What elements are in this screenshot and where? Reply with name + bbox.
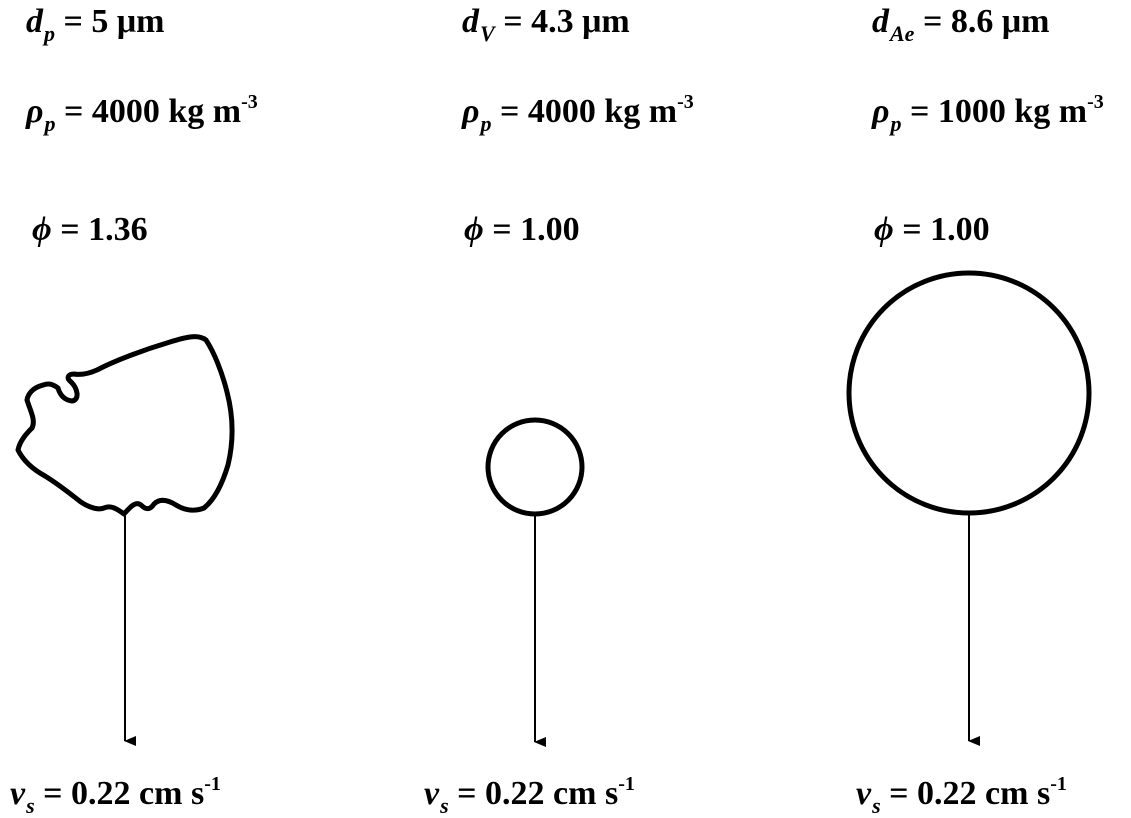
density-subscript: p: [890, 111, 902, 136]
diameter-value: 8.6: [950, 3, 994, 40]
diameter-symbol: d: [872, 3, 889, 40]
particle-2-shape-factor-label: ϕ = 1.00: [464, 211, 580, 248]
density-unit-exponent: -3: [241, 91, 258, 113]
shape-factor-value: 1.36: [88, 211, 148, 248]
velocity-subscript: s: [440, 793, 449, 818]
density-unit-exponent: -3: [1087, 91, 1104, 113]
diameter-value: 4.3: [531, 3, 574, 40]
shape-factor-symbol: ϕ: [32, 211, 52, 248]
small-sphere-particle: [485, 417, 585, 517]
diameter-subscript: V: [480, 21, 495, 46]
diameter-symbol: d: [26, 3, 43, 40]
density-unit: kg m: [168, 93, 242, 130]
velocity-unit: cm s: [553, 775, 619, 812]
shape-factor-symbol: ϕ: [874, 211, 894, 248]
density-value: 4000: [91, 93, 160, 130]
density-unit: kg m: [1014, 93, 1088, 130]
velocity-symbol: v: [856, 775, 872, 812]
diameter-unit: μm: [1001, 3, 1050, 40]
particle-2-diameter-label: dV = 4.3 μm: [462, 3, 630, 46]
diameter-unit: μm: [582, 3, 630, 40]
density-symbol: ρ: [462, 93, 480, 130]
shape-factor-value: 1.00: [930, 211, 990, 248]
diameter-value: 5: [91, 3, 109, 40]
particle-3-density-label: ρp = 1000 kg m-3: [872, 91, 1104, 136]
velocity-subscript: s: [872, 793, 881, 818]
diameter-subscript: Ae: [890, 21, 915, 46]
diameter-subscript: p: [44, 21, 55, 46]
density-symbol: ρ: [26, 93, 44, 130]
particle-1-shape-factor-label: ϕ = 1.36: [32, 211, 148, 248]
irregular-particle-shape: [15, 334, 235, 517]
particle-2-density-label: ρp = 4000 kg m-3: [462, 91, 694, 136]
density-unit: kg m: [604, 93, 678, 130]
density-unit-exponent: -3: [677, 91, 694, 113]
particle-1-density-label: ρp = 4000 kg m-3: [26, 91, 258, 136]
density-value: 4000: [527, 93, 596, 130]
particle-1-velocity-label: vs = 0.22 cm s-1: [10, 773, 221, 818]
shape-factor-symbol: ϕ: [464, 211, 484, 248]
velocity-value: 0.22: [485, 775, 545, 812]
density-value: 1000: [937, 93, 1006, 130]
velocity-value: 0.22: [71, 775, 131, 812]
velocity-value: 0.22: [917, 775, 977, 812]
diameter-unit: μm: [116, 3, 165, 40]
diameter-symbol: d: [462, 3, 479, 40]
particle-1-diameter-label: dp = 5 μm: [26, 3, 165, 46]
density-subscript: p: [44, 111, 56, 136]
velocity-unit-exponent: -1: [1050, 773, 1067, 795]
large-sphere-particle: [846, 270, 1092, 516]
velocity-unit: cm s: [139, 775, 205, 812]
shape-factor-value: 1.00: [520, 211, 580, 248]
density-subscript: p: [480, 111, 492, 136]
particle-2-velocity-label: vs = 0.22 cm s-1: [424, 773, 635, 818]
velocity-symbol: v: [10, 775, 26, 812]
velocity-subscript: s: [26, 793, 35, 818]
particle-3-velocity-label: vs = 0.22 cm s-1: [856, 773, 1067, 818]
velocity-symbol: v: [424, 775, 440, 812]
velocity-unit-exponent: -1: [204, 773, 221, 795]
velocity-unit: cm s: [985, 775, 1051, 812]
particle-3-diameter-label: dAe = 8.6 μm: [872, 3, 1050, 46]
density-symbol: ρ: [872, 93, 890, 130]
particle-3-shape-factor-label: ϕ = 1.00: [874, 211, 990, 248]
velocity-unit-exponent: -1: [618, 773, 635, 795]
